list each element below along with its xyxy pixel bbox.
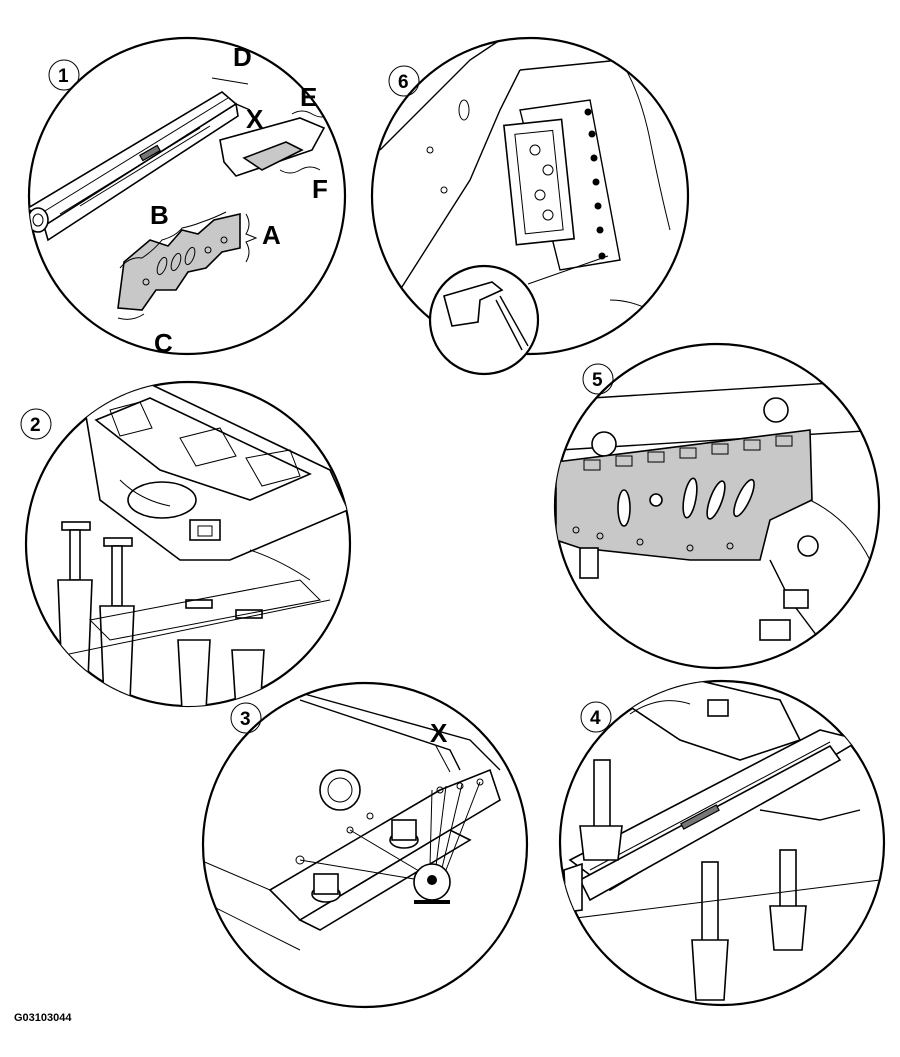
dash-panel-assembly bbox=[83, 383, 350, 581]
label-x-view-3: X bbox=[430, 718, 448, 748]
view-5: 5 bbox=[553, 342, 881, 670]
view-6: 6 bbox=[370, 36, 690, 376]
label-e: E bbox=[300, 82, 317, 112]
support-stands-view-4 bbox=[560, 759, 881, 1001]
lower-rail bbox=[563, 729, 863, 913]
figure-code: G03103044 bbox=[14, 1012, 72, 1024]
spot-weld-symbol bbox=[413, 863, 451, 904]
view-3: X 3 bbox=[201, 681, 529, 1009]
label-c: C bbox=[154, 328, 173, 358]
rail-part bbox=[29, 91, 251, 242]
label-x: X bbox=[246, 104, 264, 134]
rail-section bbox=[203, 768, 501, 951]
reinforcement-plate bbox=[555, 429, 813, 561]
view-1: 1 D X E F B A C bbox=[27, 36, 347, 358]
label-d: D bbox=[233, 42, 252, 72]
view-4-number: 4 bbox=[590, 708, 601, 729]
label-a: A bbox=[262, 220, 281, 250]
view-1-circle bbox=[27, 36, 347, 356]
reinforcement-panel bbox=[117, 211, 258, 320]
view-1-number: 1 bbox=[58, 66, 69, 87]
view-5-number: 5 bbox=[592, 370, 603, 391]
inset-detail bbox=[428, 255, 609, 376]
bracket-part bbox=[211, 77, 333, 177]
view-4: 4 bbox=[558, 679, 886, 1007]
view-6-number: 6 bbox=[398, 72, 409, 93]
label-b: B bbox=[150, 200, 169, 230]
weld-callout-lines bbox=[299, 781, 481, 881]
label-f: F bbox=[312, 174, 328, 204]
view-3-number: 3 bbox=[240, 709, 251, 730]
view-2: 2 bbox=[20, 380, 352, 708]
view-2-number: 2 bbox=[30, 415, 41, 436]
